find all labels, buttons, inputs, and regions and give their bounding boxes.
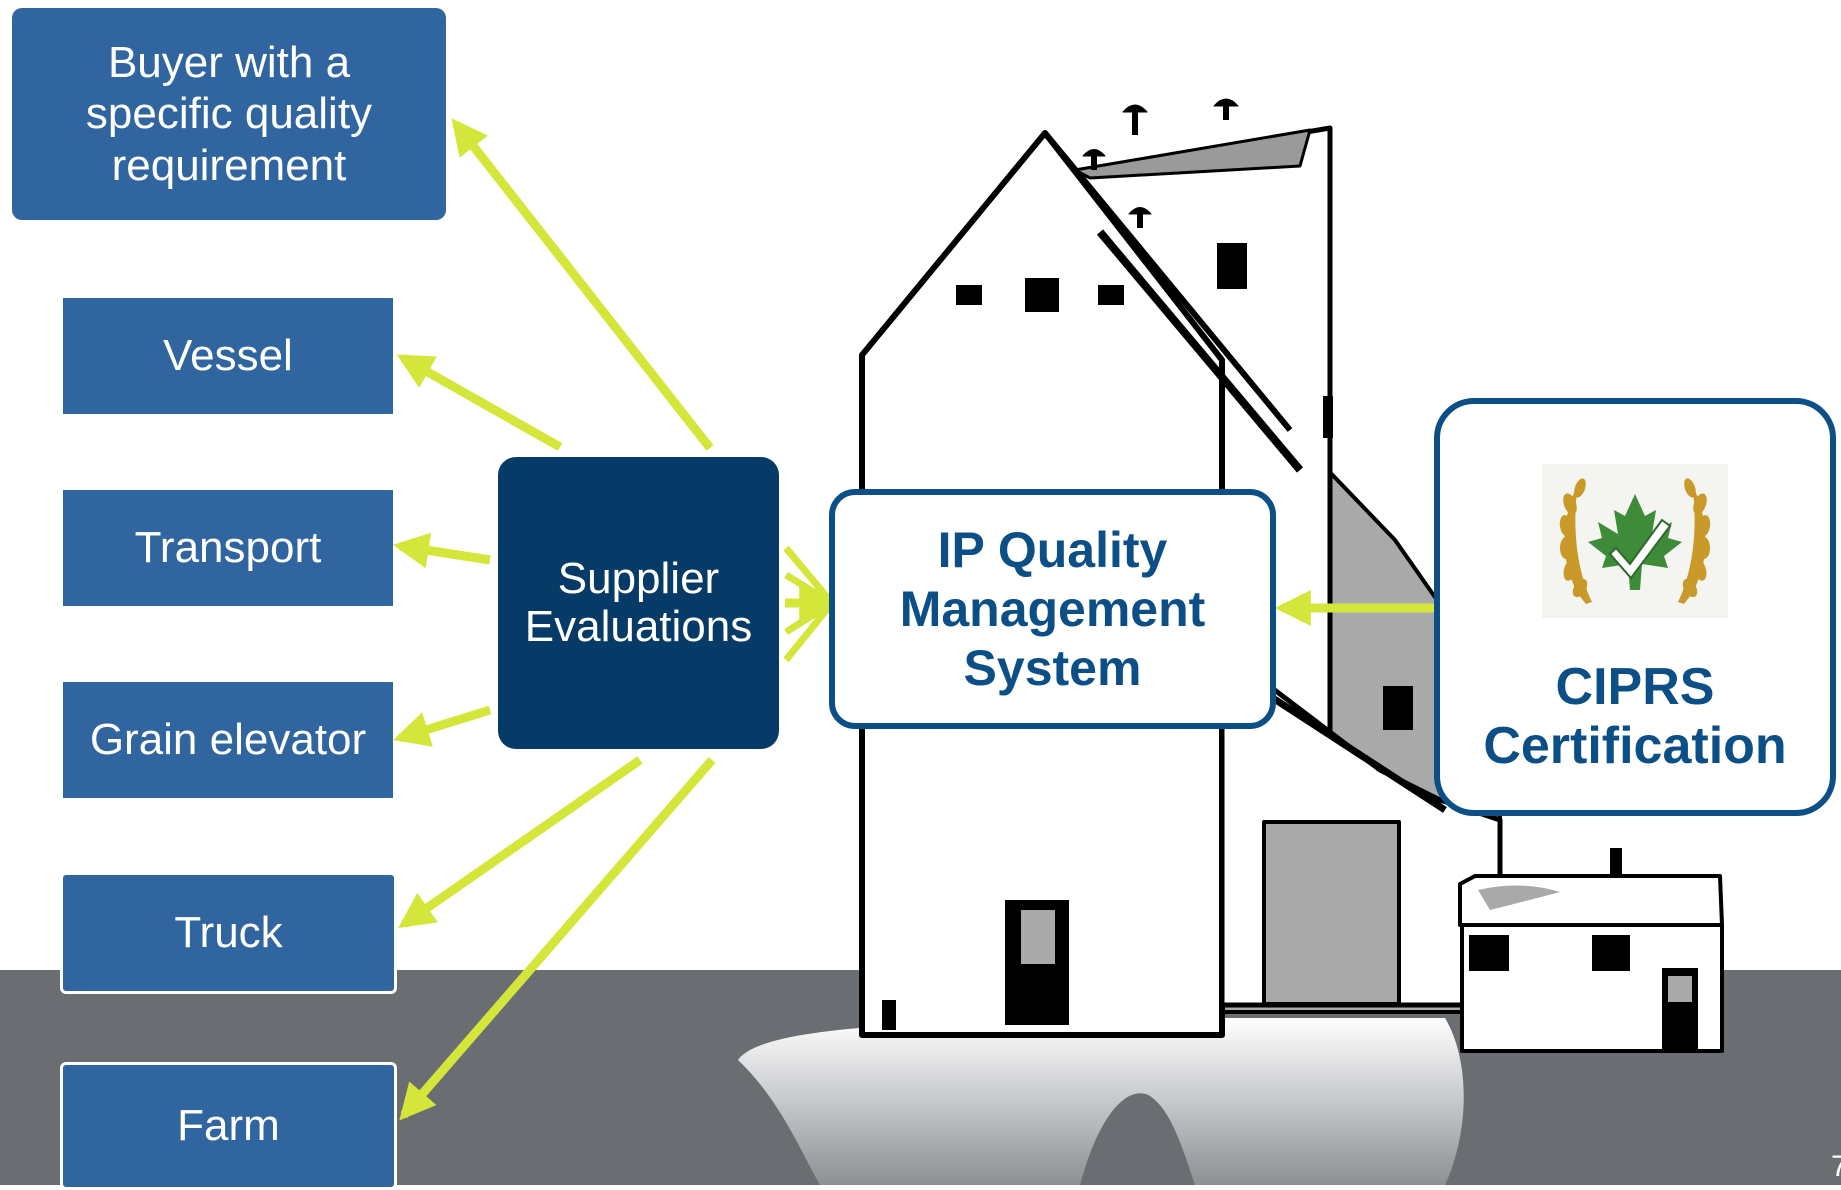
arrow-to-transport <box>392 532 491 569</box>
ground-shadow <box>738 1018 1464 1185</box>
page-number: 7 <box>1831 1150 1841 1183</box>
convergence-lines <box>783 545 835 663</box>
maple-leaf-wheat-logo <box>1542 464 1728 618</box>
ipqms-label: IP Quality Management System <box>899 521 1206 696</box>
transport-label: Transport <box>134 522 322 572</box>
ip-quality-management-system-box: IP Quality Management System <box>829 489 1276 729</box>
ciprs-certification-label: CIPRS Certification <box>1483 658 1787 775</box>
arrow-to-buyer <box>451 118 714 451</box>
arrow-to-grain-elevator <box>393 705 492 747</box>
supplier-evaluations-box: Supplier Evaluations <box>498 457 779 749</box>
vessel-label: Vessel <box>163 330 293 380</box>
farm-label: Farm <box>177 1100 280 1150</box>
supplier-evaluations-label: Supplier Evaluations <box>524 553 753 651</box>
transport-box: Transport <box>63 490 393 606</box>
arrow-to-farm <box>399 757 716 1121</box>
buyer-box: Buyer with a specific quality requiremen… <box>12 8 446 220</box>
arrow-to-truck <box>398 756 643 929</box>
grain-elevator-label: Grain elevator <box>89 714 367 764</box>
grain-elevator-box: Grain elevator <box>63 682 393 798</box>
truck-label: Truck <box>174 907 283 957</box>
buyer-label: Buyer with a specific quality requiremen… <box>85 37 373 190</box>
vessel-box: Vessel <box>63 298 393 414</box>
truck-box: Truck <box>60 872 397 994</box>
farm-box: Farm <box>60 1062 397 1190</box>
arrow-to-vessel <box>396 354 563 451</box>
ciprs-certification-box: CIPRS Certification <box>1434 398 1836 816</box>
flow-arrows <box>392 118 1436 1121</box>
